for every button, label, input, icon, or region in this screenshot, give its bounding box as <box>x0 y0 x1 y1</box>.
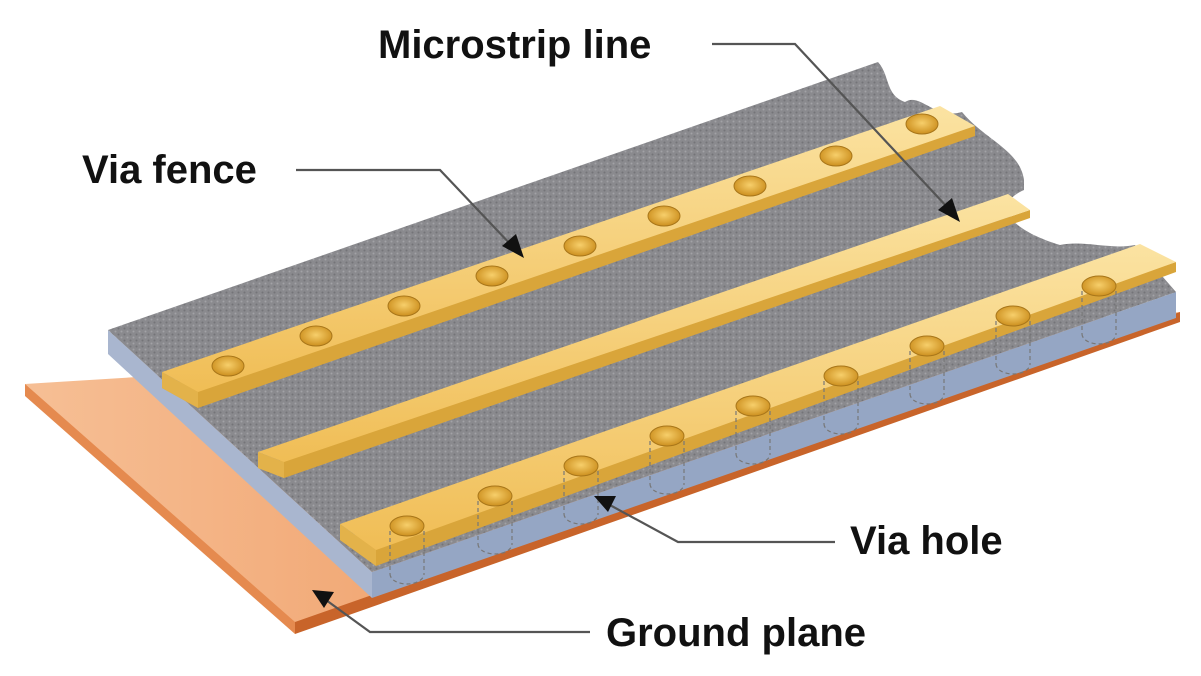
via-cylinder <box>995 321 1031 375</box>
leader-line <box>607 503 835 544</box>
top-fence-vias <box>211 113 939 377</box>
via-hole <box>733 175 767 197</box>
via-cylinder <box>909 351 945 405</box>
label-via-hole: Via hole <box>850 519 1003 563</box>
leader-line <box>712 42 949 209</box>
bottom-fence-via-cylinders <box>389 291 1117 585</box>
top-via-fence <box>162 106 975 408</box>
label-ground-plane: Ground plane <box>606 611 866 655</box>
arrowhead <box>938 198 960 222</box>
bottom-fence-vias <box>389 275 1117 537</box>
via-hole <box>299 325 333 347</box>
via-cylinder <box>649 441 685 495</box>
via-hole <box>1081 275 1117 297</box>
arrowhead <box>594 496 616 512</box>
via-cylinder <box>823 381 859 435</box>
arrowhead <box>502 234 524 258</box>
substrate-front <box>108 330 372 598</box>
via-hole <box>647 205 681 227</box>
via-hole <box>211 355 245 377</box>
via-hole <box>389 515 425 537</box>
via-hole <box>819 145 853 167</box>
microstrip-side <box>258 210 1030 478</box>
callout-via-fence <box>296 168 524 258</box>
bottom-fence-front <box>340 524 376 566</box>
via-cylinder <box>735 411 771 465</box>
microstrip-line <box>258 194 1030 478</box>
label-via-fence: Via fence <box>82 148 257 192</box>
via-hole <box>995 305 1031 327</box>
via-hole <box>477 485 513 507</box>
arrowhead <box>312 590 334 608</box>
via-cylinder <box>389 531 425 585</box>
callout-microstrip-line <box>712 42 960 222</box>
via-cylinder <box>477 501 513 555</box>
via-hole <box>475 265 509 287</box>
via-hole <box>387 295 421 317</box>
via-hole <box>735 395 771 417</box>
label-microstrip-line: Microstrip line <box>378 23 651 67</box>
microstrip-top <box>258 194 1030 462</box>
top-fence-front <box>162 372 198 408</box>
via-hole <box>563 235 597 257</box>
via-hole <box>649 425 685 447</box>
leader-line <box>325 599 590 634</box>
ground-plane-front <box>25 384 295 634</box>
via-hole <box>823 365 859 387</box>
via-cylinder <box>563 471 599 525</box>
via-hole <box>909 335 945 357</box>
via-hole <box>905 113 939 135</box>
microstrip-front <box>258 452 284 478</box>
via-cylinder <box>1081 291 1117 345</box>
substrate-side <box>372 292 1176 598</box>
callouts <box>296 42 960 634</box>
callout-via-hole <box>594 496 835 544</box>
bottom-via-fence <box>340 244 1176 585</box>
via-hole <box>563 455 599 477</box>
top-fence-side <box>162 126 975 408</box>
leader-line <box>296 168 513 247</box>
callout-ground-plane <box>312 590 590 634</box>
